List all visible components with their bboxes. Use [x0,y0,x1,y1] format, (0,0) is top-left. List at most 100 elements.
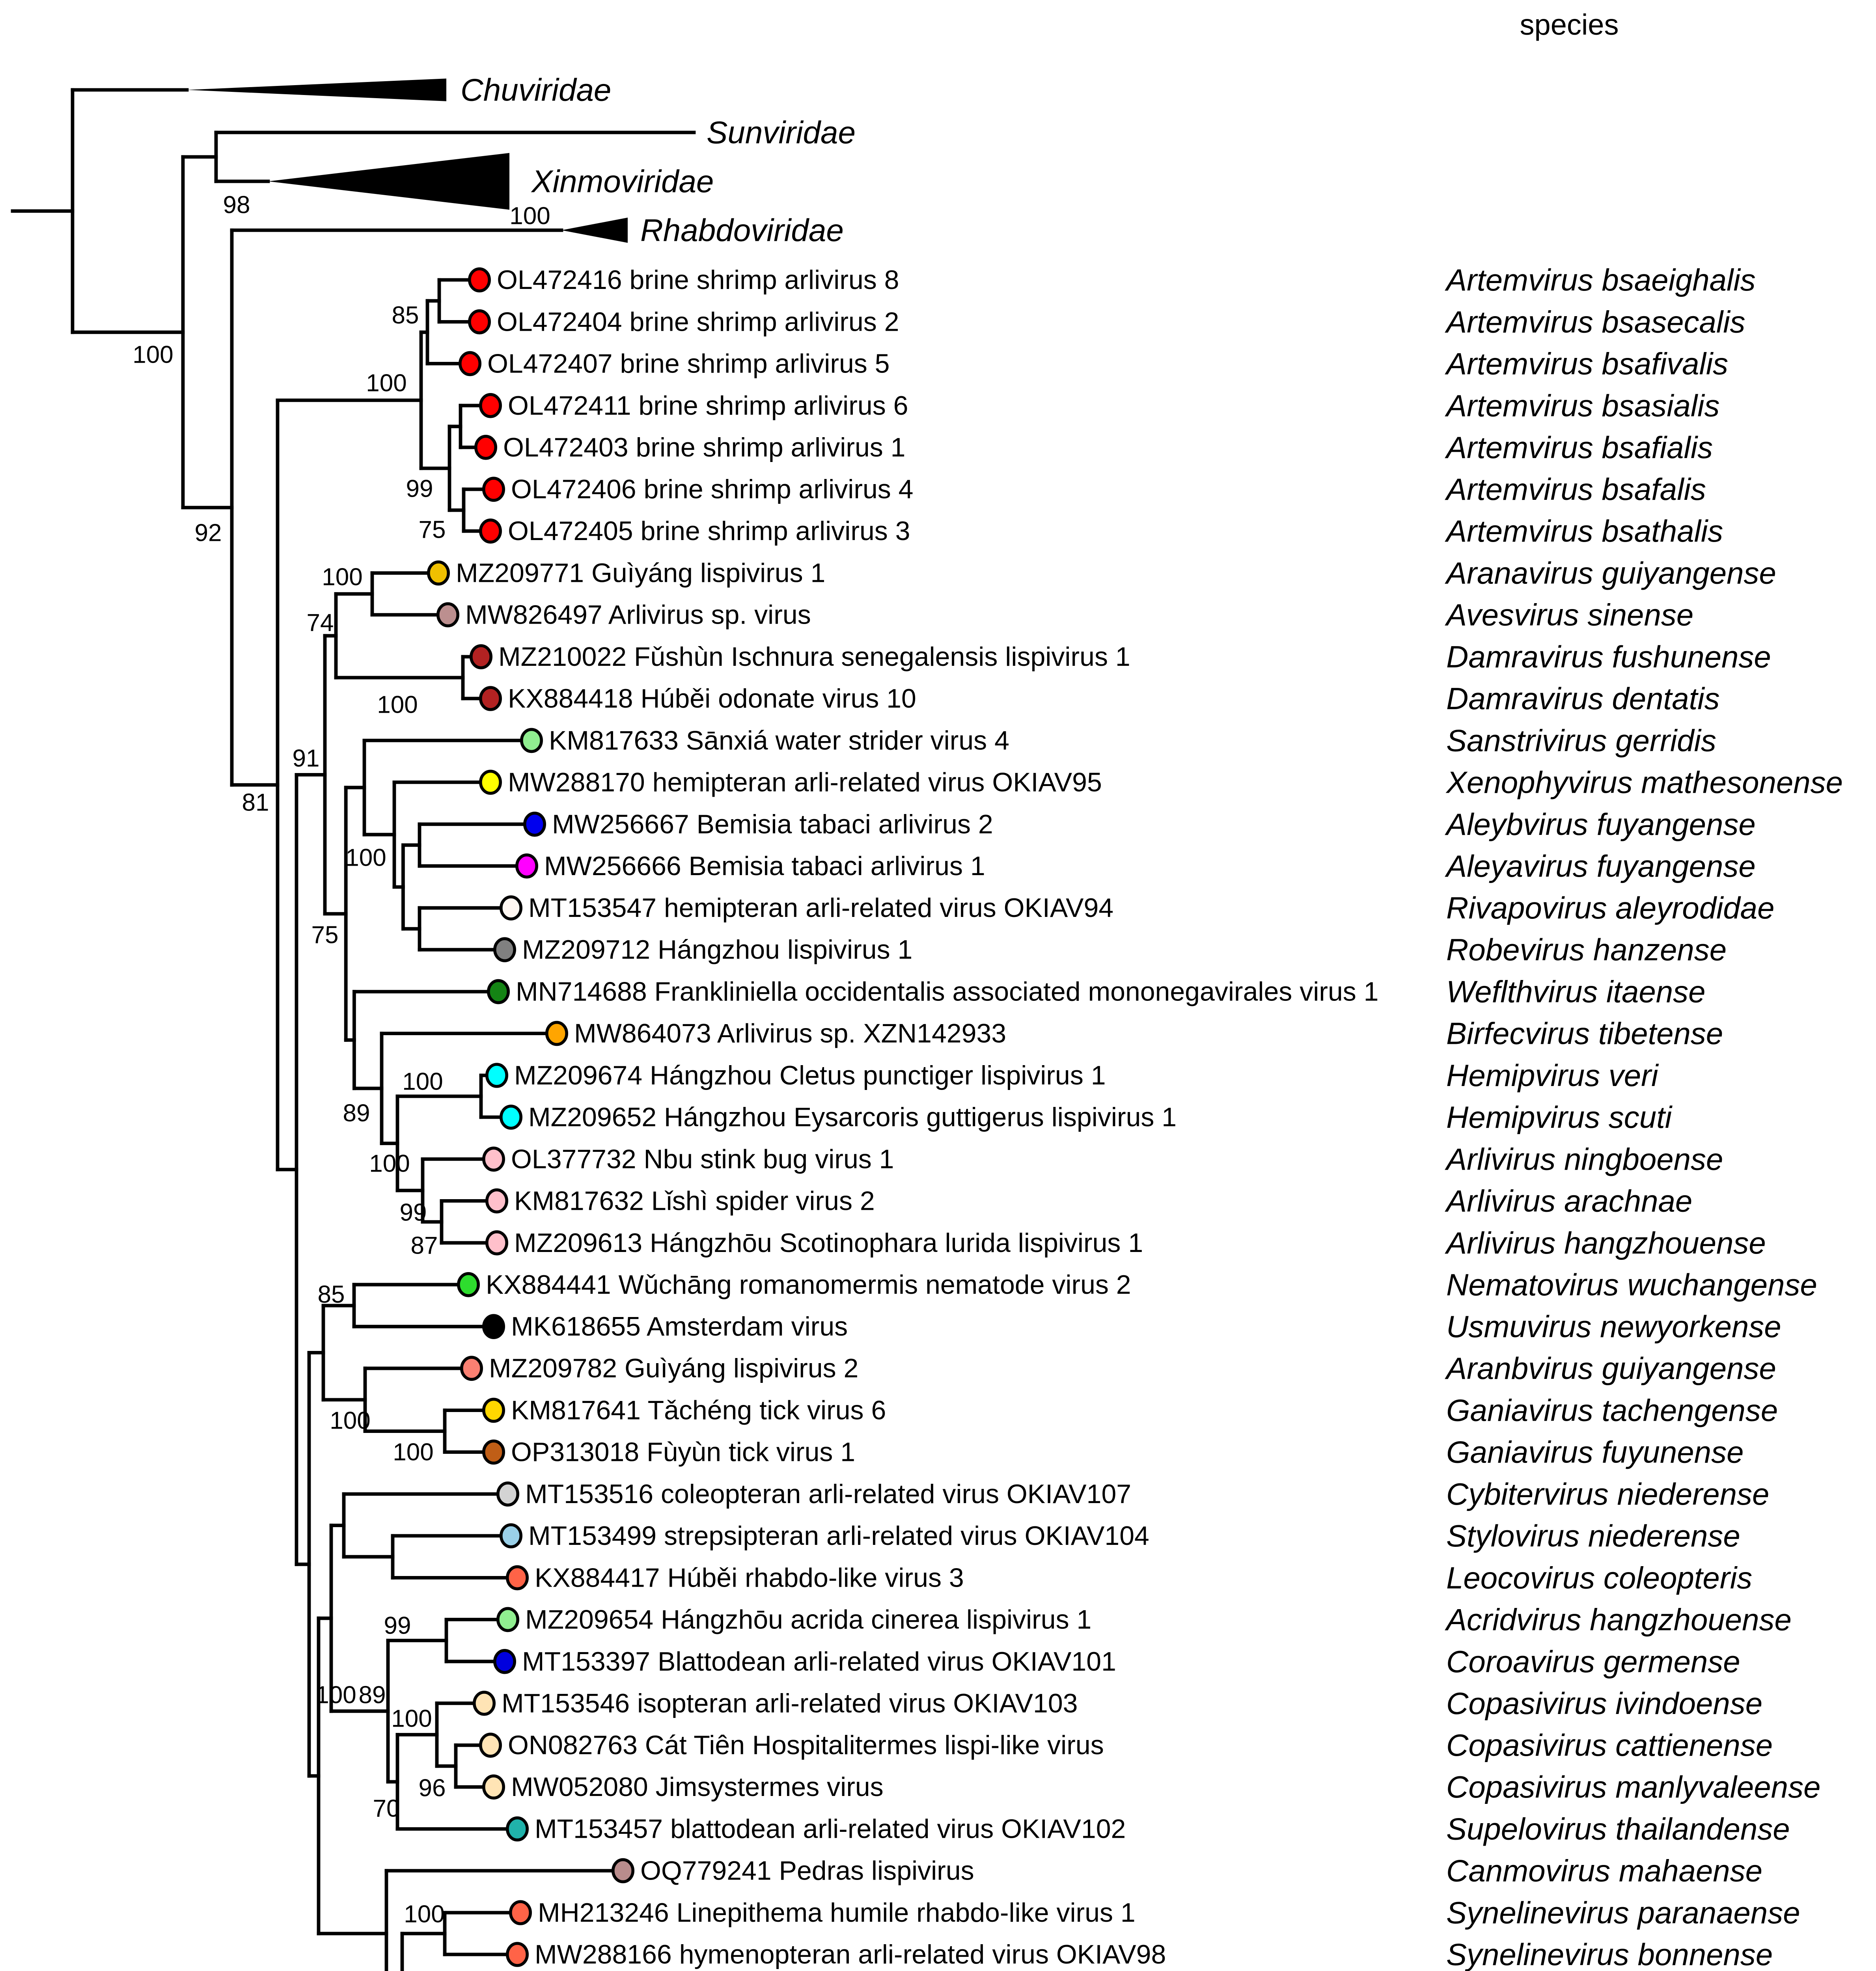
species-label: Aleyavirus fuyangense [1445,849,1756,883]
leaf-circle [506,1565,529,1591]
leaf-label: MW052080 Jimsystermes virus [511,1772,884,1802]
species-label: Artemvirus bsasecalis [1445,304,1745,339]
support-label: 100 [132,341,173,369]
leaf-label: MW288170 hemipteran arli-related virus O… [508,767,1102,797]
species-label: Arlivirus hangzhouense [1445,1226,1766,1260]
species-label: Copasivirus cattienense [1446,1728,1773,1762]
species-label: Stylovirus niederense [1446,1518,1740,1553]
clade-label-xinmoviridae: Xinmoviridae [531,164,714,199]
collapsed-clade-triangle-xinmoviridae [268,153,509,210]
bootstrap-values: 9810010092851009975918110074100100751008… [132,192,550,1928]
leaf-label: ON082763 Cát Tiên Hospitalitermes lispi-… [508,1730,1104,1760]
leaf-circle [496,1481,520,1507]
support-label: 70 [373,1795,400,1822]
support-label: 100 [345,844,386,872]
leaf-circle [506,1816,529,1842]
species-label: Synelinevirus paranaense [1446,1895,1800,1930]
support-label: 75 [419,516,446,544]
species-label: Sanstrivirus gerridis [1446,723,1716,758]
leaf-circle [493,1649,517,1674]
leaf-circle [479,393,502,418]
leaf-label: KX884417 Húběi rhabdo-like virus 3 [535,1563,964,1593]
species-label: Rivapovirus aleyrodidae [1446,890,1774,925]
leaf-circle [436,602,460,628]
species-label: Hemipvirus veri [1446,1058,1659,1093]
leaf-circle [500,1105,523,1130]
support-label: 100 [322,564,362,591]
support-label: 100 [377,691,418,719]
leaf-label: MN714688 Frankliniella occidentalis asso… [516,977,1378,1007]
support-label: 74 [307,609,334,637]
leaf-circle [520,728,543,753]
clade-label-chuviridae: Chuviridae [461,73,611,108]
species-label: Damravirus dentatis [1446,681,1720,716]
species-label: Xenophyvirus mathesonense [1445,765,1843,799]
support-label: 89 [343,1100,370,1127]
species-label: Copasivirus manlyvaleense [1446,1770,1820,1804]
leaf-label: MW864073 Arlivirus sp. XZN142933 [574,1019,1006,1049]
species-label: Arlivirus ningboense [1445,1142,1723,1176]
species-label: Supelovirus thailandense [1446,1812,1790,1846]
support-label: 98 [223,192,250,219]
species-label: Artemvirus bsathalis [1445,514,1723,548]
species-label: Weflthvirus itaense [1446,974,1706,1009]
species-label: Birfecvirus tibetense [1446,1016,1723,1051]
leaf-circle [482,1774,505,1800]
leaf-circle [612,1858,635,1883]
leaf-label: OP313018 Fùyùn tick virus 1 [511,1437,855,1467]
species-label: Artemvirus bsafivalis [1445,346,1728,381]
species-label: Damravirus fushunense [1446,639,1771,674]
leaf-circle [485,1188,509,1214]
support-label: 100 [391,1705,432,1733]
support-label: 99 [406,475,433,503]
species-label: Robevirus hanzense [1446,932,1727,967]
leaf-label: KM817641 Tǎchéng tick virus 6 [511,1395,886,1425]
leaf-label: OL472405 brine shrimp arlivirus 3 [508,516,910,546]
species-label: Artemvirus bsafialis [1445,430,1713,465]
leaf-label: MZ209613 Hángzhōu Scotinophara lurida li… [514,1228,1143,1258]
support-label: 85 [392,302,419,329]
leaf-label: MW826497 Arlivirus sp. virus [465,600,811,630]
leaf-label: MZ209771 Guìyáng lispivirus 1 [456,558,825,588]
species-label: Usmuvirus newyorkense [1446,1309,1781,1344]
species-label: Aranavirus guiyangense [1445,556,1776,591]
support-label: 100 [369,1150,410,1177]
leaf-label: MT153547 hemipteran arli-related virus O… [528,893,1113,923]
leaf-circle [479,518,502,544]
support-label: 81 [242,789,269,816]
leaf-label: MZ209654 Hángzhōu acrida cinerea lispivi… [525,1604,1091,1634]
support-label: 91 [293,745,320,772]
leaf-circle [479,686,502,711]
leaf-label: MK618655 Amsterdam virus [511,1312,848,1341]
collapsed-clade-triangle-rhabdoviridae [561,218,628,243]
leaf-circle [427,560,450,586]
support-label: 100 [330,1407,370,1434]
leaf-label: MW288166 hymenopteran arli-related virus… [535,1939,1166,1969]
species-label: Artemvirus bsafalis [1445,472,1706,507]
leaf-circle [482,477,505,502]
species-label: Acridvirus hangzhouense [1445,1602,1792,1637]
support-label: 100 [509,203,550,230]
species-column-title: species [1520,8,1619,41]
leaf-label: KX884441 Wǔchāng romanomermis nematode v… [486,1270,1131,1300]
support-label: 99 [400,1199,427,1226]
leaf-circle [468,267,491,292]
leaf-label: OL472407 brine shrimp arlivirus 5 [487,348,890,378]
leaf-label: OQ779241 Pedras lispivirus [640,1856,974,1886]
leaf-circle [474,435,498,460]
leaf-circle [493,937,517,962]
collapsed-clades [71,78,696,243]
leaf-label: MW256666 Bemisia tabaci arlivirus 1 [544,851,985,881]
support-label: 99 [384,1612,411,1639]
support-label: 89 [359,1682,386,1709]
leaf-circle [485,1230,509,1256]
species-label: Aleybvirus fuyangense [1445,807,1756,842]
leaf-label: OL472404 brine shrimp arlivirus 2 [497,307,899,337]
leaf-circle [479,769,502,795]
leaf-circle [500,895,523,920]
leaf-circle [496,1607,520,1632]
leaf-circle [459,351,482,376]
species-label: Ganiavirus fuyunense [1446,1435,1744,1470]
